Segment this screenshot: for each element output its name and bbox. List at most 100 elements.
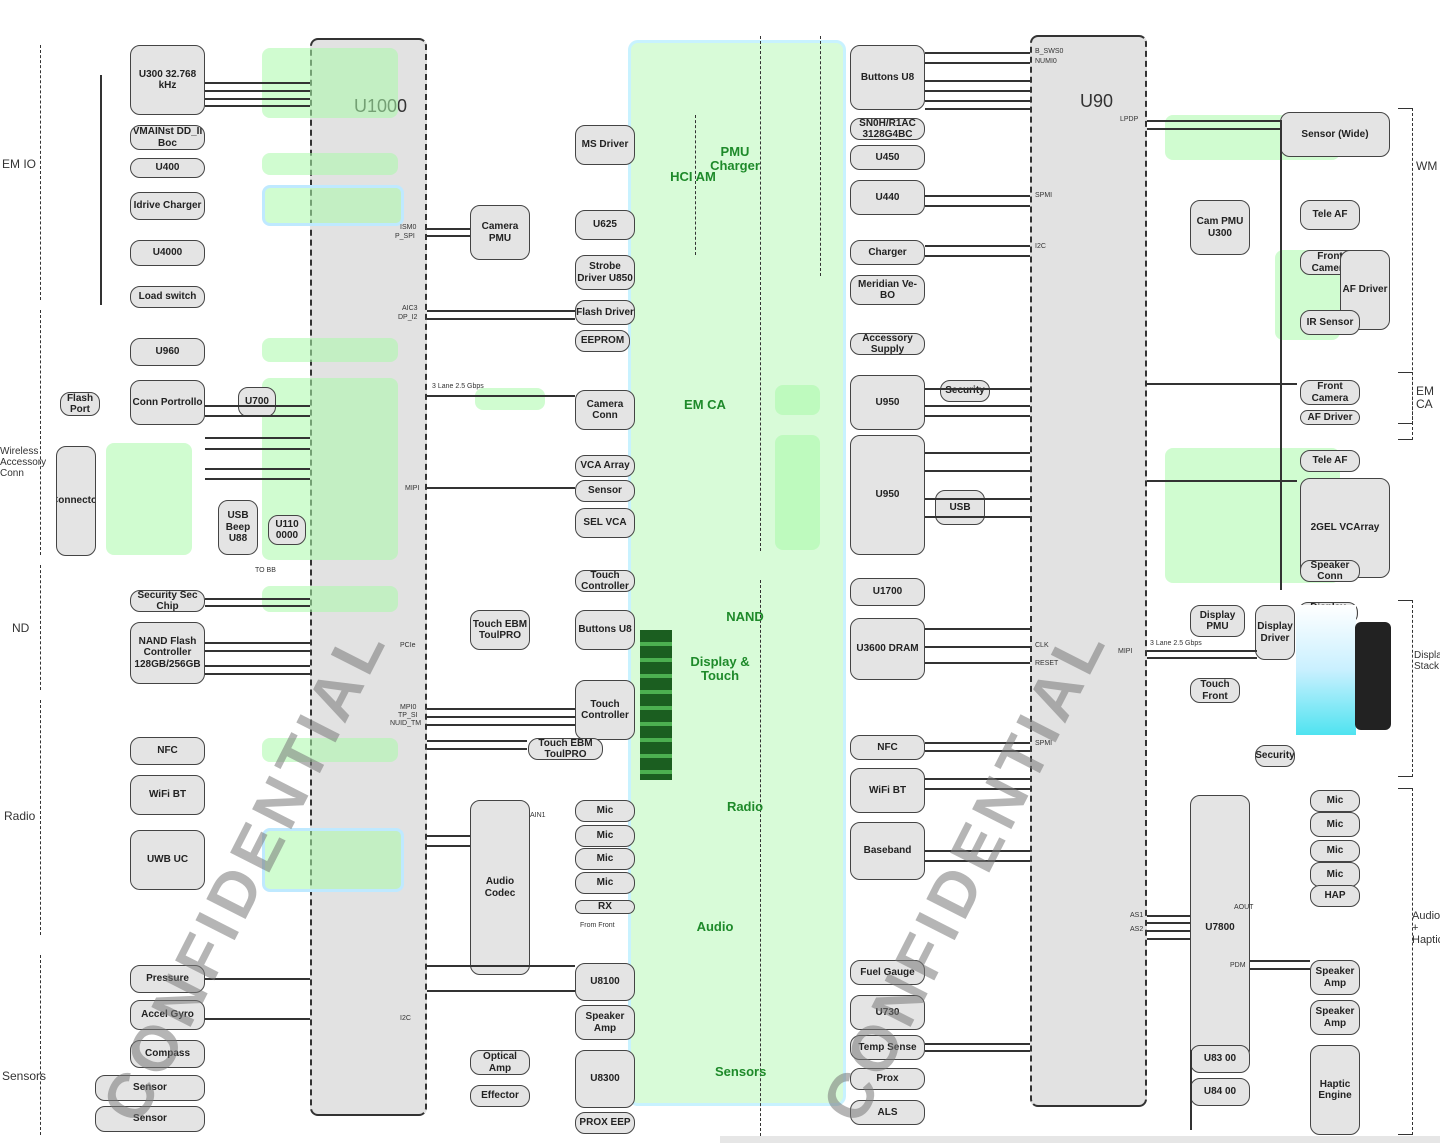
- component-speaker-conn[interactable]: Speaker Conn: [1300, 560, 1360, 582]
- component-als[interactable]: ALS: [850, 1100, 925, 1125]
- component-u950[interactable]: U950: [850, 375, 925, 430]
- component-wide[interactable]: Sensor (Wide): [1280, 112, 1390, 157]
- component-cam-conn[interactable]: Camera Conn: [575, 390, 635, 430]
- component-mic4[interactable]: Mic: [575, 872, 635, 894]
- component-nfc[interactable]: NFC: [130, 737, 205, 765]
- component-codec[interactable]: Audio Codec: [470, 800, 530, 975]
- component-u1700[interactable]: U1700: [850, 578, 925, 606]
- component-prox[interactable]: Prox: [850, 1068, 925, 1090]
- component-s1[interactable]: Sensor: [95, 1075, 205, 1101]
- component-haptic[interactable]: Haptic Engine: [1310, 1045, 1360, 1135]
- component-rx[interactable]: RX: [575, 900, 635, 914]
- component-mic3[interactable]: Mic: [575, 848, 635, 870]
- component-af[interactable]: AF Driver: [1300, 410, 1360, 425]
- component-u625[interactable]: U625: [575, 210, 635, 240]
- component-label: Touch EBM ToulPRO: [538, 738, 593, 760]
- component-spk-amp2[interactable]: Speaker Amp: [1310, 1000, 1360, 1035]
- component-u83[interactable]: U83 00: [1190, 1045, 1250, 1073]
- component-label: Flash Port: [66, 392, 94, 415]
- component-sensor[interactable]: Sensor: [575, 480, 635, 502]
- component-mic-r2[interactable]: Mic: [1310, 812, 1360, 837]
- component-disp-drv[interactable]: Display Driver: [1255, 605, 1295, 660]
- pmu-chip[interactable]: U90: [1030, 35, 1147, 1107]
- component-bb[interactable]: Baseband: [850, 822, 925, 880]
- component-front[interactable]: Front Camera: [1300, 380, 1360, 405]
- component-spk2[interactable]: Speaker Amp: [575, 1005, 635, 1040]
- component-u4100[interactable]: Load switch: [130, 286, 205, 308]
- component-tele[interactable]: Tele AF: [1300, 450, 1360, 472]
- component-mic1[interactable]: Mic: [575, 800, 635, 822]
- component-prox-e[interactable]: PROX EEP: [575, 1112, 635, 1134]
- component-u300[interactable]: U300 32.768 kHz: [130, 45, 205, 115]
- component-eeprom[interactable]: EEPROM: [575, 330, 630, 352]
- component-conn[interactable]: Connector: [56, 446, 96, 556]
- component-nand[interactable]: NAND Flash Controller 128GB/256GB: [130, 622, 205, 684]
- component-u850[interactable]: Strobe Driver U850: [575, 255, 635, 290]
- component-accel[interactable]: Accel Gyro: [130, 1000, 205, 1030]
- component-hap[interactable]: HAP: [1310, 885, 1360, 907]
- component-mic-r1[interactable]: Mic: [1310, 790, 1360, 812]
- component-u400[interactable]: U400: [130, 158, 205, 178]
- component-mic2[interactable]: Mic: [575, 825, 635, 847]
- component-isp[interactable]: SEL VCA: [575, 508, 635, 538]
- component-snd[interactable]: SN0H/R1AC 3128G4BC: [850, 118, 925, 140]
- component-charger[interactable]: Charger: [850, 240, 925, 265]
- component-wifi[interactable]: WiFi BT: [130, 775, 205, 815]
- component-touch-front[interactable]: Touch Front: [1190, 678, 1240, 703]
- component-vca[interactable]: VCA Array: [575, 455, 635, 477]
- component-uwb[interactable]: UWB UC: [130, 830, 205, 890]
- component-u440[interactable]: U440: [850, 180, 925, 215]
- component-sec-chip[interactable]: Security Sec Chip: [130, 590, 205, 612]
- component-tele[interactable]: Tele AF: [1300, 200, 1360, 230]
- component-vmain[interactable]: VMAINst DD_Il Boc: [130, 125, 205, 150]
- component-usb-mux[interactable]: USB Beep U88: [218, 500, 258, 555]
- component-flash-port[interactable]: Flash Port: [60, 392, 100, 416]
- component-cam-pmu2[interactable]: Cam PMU U300: [1190, 200, 1250, 255]
- component-meridian[interactable]: Meridian Ve-BO: [850, 275, 925, 305]
- component-ir[interactable]: IR Sensor: [1300, 310, 1360, 335]
- component-u110[interactable]: U110 0000: [268, 515, 306, 545]
- component-acc1[interactable]: Pressure: [130, 965, 205, 993]
- component-tc[interactable]: Touch Controller: [575, 680, 635, 740]
- component-idrive[interactable]: Idrive Charger: [130, 192, 205, 220]
- component-flash[interactable]: Flash Driver: [575, 300, 635, 325]
- component-touch[interactable]: Touch EBM ToulPRO: [470, 610, 530, 650]
- component-usb2[interactable]: USB: [935, 490, 985, 525]
- component-cam-pmu[interactable]: Camera PMU: [470, 205, 530, 260]
- component-spk-amp[interactable]: Speaker Amp: [1310, 960, 1360, 995]
- component-mic-r1[interactable]: Mic: [1310, 862, 1360, 887]
- component-u450[interactable]: U450: [850, 145, 925, 170]
- component-acc-sup[interactable]: Accessory Supply: [850, 333, 925, 355]
- component-mic-r3[interactable]: Mic: [1310, 840, 1360, 862]
- component-temp[interactable]: Temp Sense: [850, 1035, 925, 1060]
- component-touch[interactable]: Touch EBM ToulPRO: [528, 738, 603, 760]
- component-u8300[interactable]: U8300: [575, 1050, 635, 1108]
- component-disp-pmu[interactable]: Display PMU: [1190, 605, 1245, 637]
- component-opt[interactable]: Optical Amp: [470, 1050, 530, 1075]
- component-u4000[interactable]: U4000: [130, 240, 205, 266]
- component-wifi2[interactable]: WiFi BT: [850, 768, 925, 813]
- component-sec2[interactable]: Security: [1255, 745, 1295, 767]
- pin-label: AOUT: [1234, 904, 1254, 911]
- component-cam-d[interactable]: MS Driver: [575, 125, 635, 165]
- component-eff[interactable]: Effector: [470, 1085, 530, 1107]
- component-tc[interactable]: Touch Controller: [575, 570, 635, 592]
- component-u7800[interactable]: U7800: [1190, 795, 1250, 1060]
- component-btn[interactable]: Buttons U8: [575, 610, 635, 650]
- component-u700[interactable]: U700: [238, 387, 276, 417]
- component-conn-ctrl[interactable]: Conn Portrollo: [130, 380, 205, 425]
- component-label: NAND Flash Controller 128GB/256GB: [134, 635, 201, 670]
- component-comp[interactable]: Compass: [130, 1040, 205, 1068]
- component-u730[interactable]: U730: [850, 995, 925, 1030]
- component-s2[interactable]: Sensor: [95, 1106, 205, 1132]
- component-u950[interactable]: U950: [850, 435, 925, 555]
- component-fuel[interactable]: Fuel Gauge: [850, 960, 925, 985]
- component-dram[interactable]: U3600 DRAM: [850, 618, 925, 680]
- component-security[interactable]: Security: [940, 380, 990, 402]
- component-nfc2[interactable]: NFC: [850, 735, 925, 760]
- component-spk1[interactable]: U8100: [575, 963, 635, 1001]
- component-btn[interactable]: Buttons U8: [850, 45, 925, 110]
- component-u84[interactable]: U84 00: [1190, 1078, 1250, 1106]
- component-u960[interactable]: U960: [130, 338, 205, 366]
- pin-label: CLK: [1035, 642, 1049, 649]
